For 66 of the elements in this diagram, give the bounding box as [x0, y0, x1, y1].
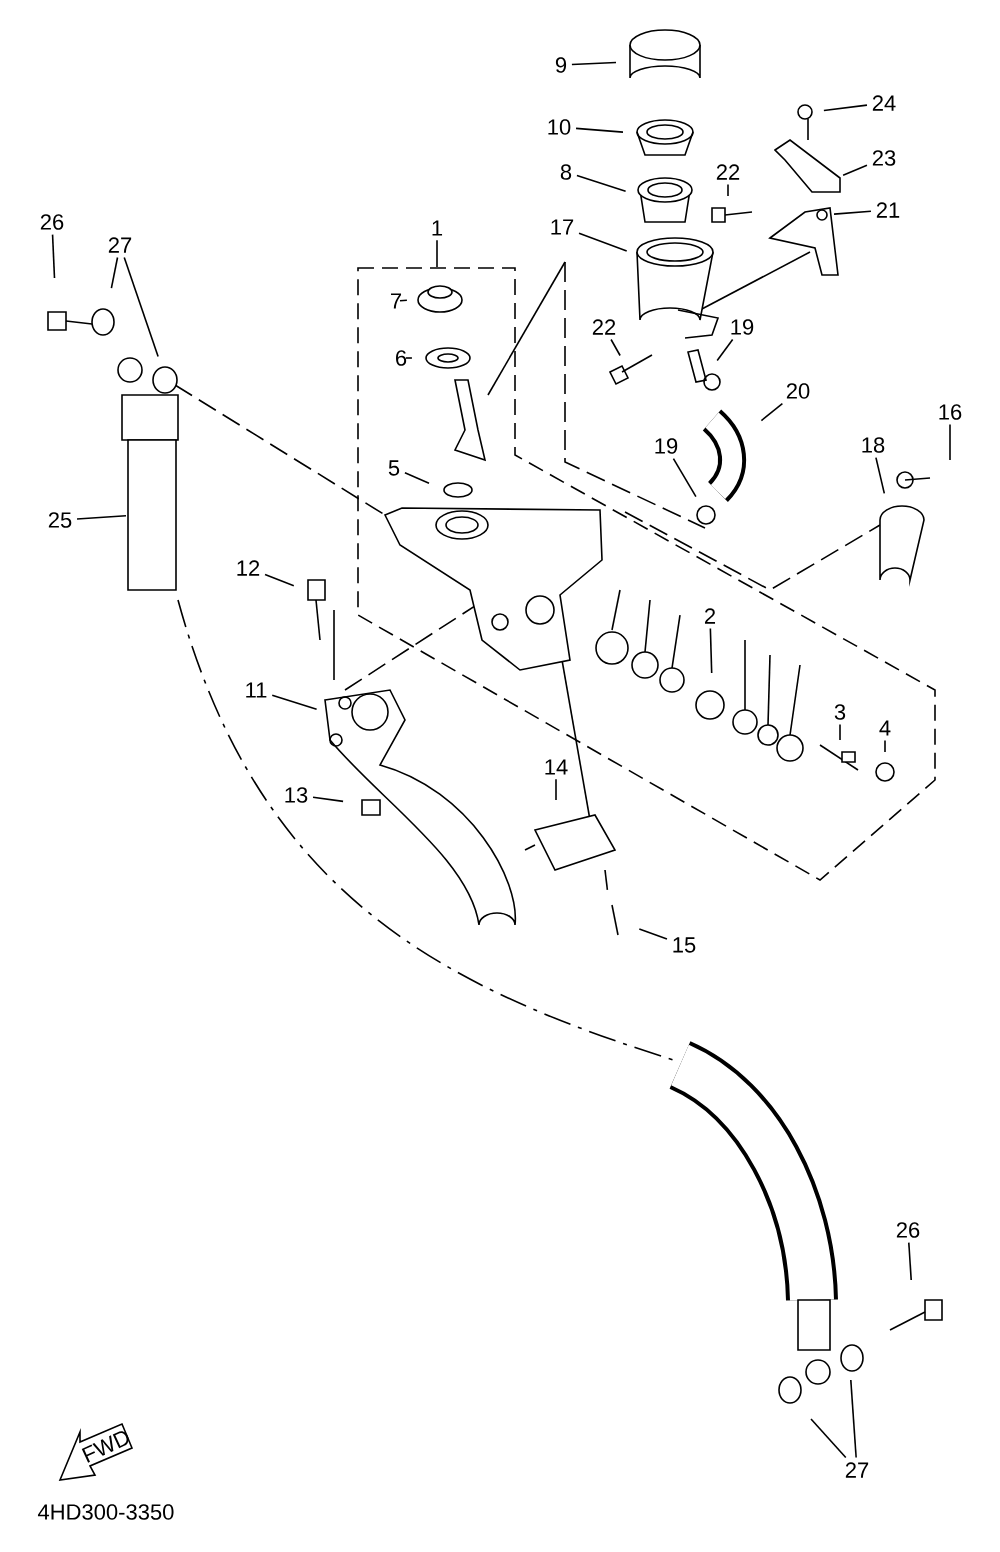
leader-line	[399, 299, 408, 302]
callout-number: 13	[285, 787, 308, 803]
callout-number: 23	[872, 150, 896, 166]
leader-line	[610, 338, 621, 357]
leader-line	[436, 239, 438, 268]
leader-line	[850, 1379, 857, 1459]
leader-line	[875, 456, 886, 495]
callout-number: 15	[673, 937, 696, 953]
callout-number: 6	[396, 350, 407, 366]
callout-number: 17	[551, 219, 574, 235]
leader-line	[51, 233, 56, 279]
callout-number: 10	[548, 119, 571, 135]
leader-line	[576, 174, 627, 193]
leader-line	[578, 232, 628, 252]
callout-number: 25	[48, 512, 72, 528]
callout-number: 26	[40, 214, 64, 230]
leader-line	[405, 357, 413, 359]
callout-number: 4	[879, 720, 891, 736]
leader-line	[810, 1418, 847, 1459]
callout-number: 26	[896, 1222, 920, 1238]
leader-line	[271, 694, 318, 711]
callout-number: 19	[731, 319, 754, 335]
leader-line	[839, 723, 841, 741]
callout-number: 18	[862, 437, 885, 453]
leader-line	[312, 796, 344, 803]
leader-line	[949, 423, 951, 461]
leader-line	[264, 573, 295, 587]
callout-number: 22	[716, 164, 740, 180]
callout-number: 27	[845, 1462, 869, 1478]
callout-number: 5	[388, 460, 400, 476]
callout-number: 2	[705, 608, 715, 624]
callout-number: 14	[545, 759, 568, 775]
leader-line	[833, 210, 872, 215]
leader-line	[842, 164, 868, 177]
leader-line	[672, 457, 697, 498]
leader-line	[638, 928, 668, 940]
leader-line	[908, 1241, 912, 1281]
leader-line	[571, 61, 617, 66]
leader-line	[555, 778, 557, 801]
leader-line	[716, 338, 734, 362]
leader-line	[727, 183, 729, 197]
part-code: 4HD300-3350	[37, 1504, 174, 1520]
leader-line	[823, 104, 868, 112]
leader-line	[404, 471, 430, 484]
callout-number: 16	[939, 404, 962, 420]
direction-label: FWD	[81, 1431, 129, 1463]
callout-number: 12	[237, 560, 260, 576]
callout-number: 9	[555, 57, 567, 73]
callout-number: 11	[246, 682, 267, 698]
callout-number: 20	[786, 383, 810, 399]
leader-line	[110, 256, 119, 289]
leader-line	[123, 256, 159, 358]
leader-line	[709, 627, 713, 674]
leader-line	[76, 515, 127, 520]
leader-line	[884, 739, 886, 753]
callout-number: 27	[108, 237, 132, 253]
callout-number: 21	[876, 202, 900, 218]
leader-line	[575, 127, 624, 133]
callout-number: 7	[391, 293, 401, 309]
callout-number: 19	[655, 438, 678, 454]
callout-number: 3	[834, 704, 846, 720]
callout-number: 1	[432, 220, 443, 236]
callout-number: 8	[560, 164, 572, 180]
leader-line	[760, 402, 784, 422]
callout-number: 24	[872, 95, 896, 111]
callout-number: 22	[592, 319, 616, 335]
